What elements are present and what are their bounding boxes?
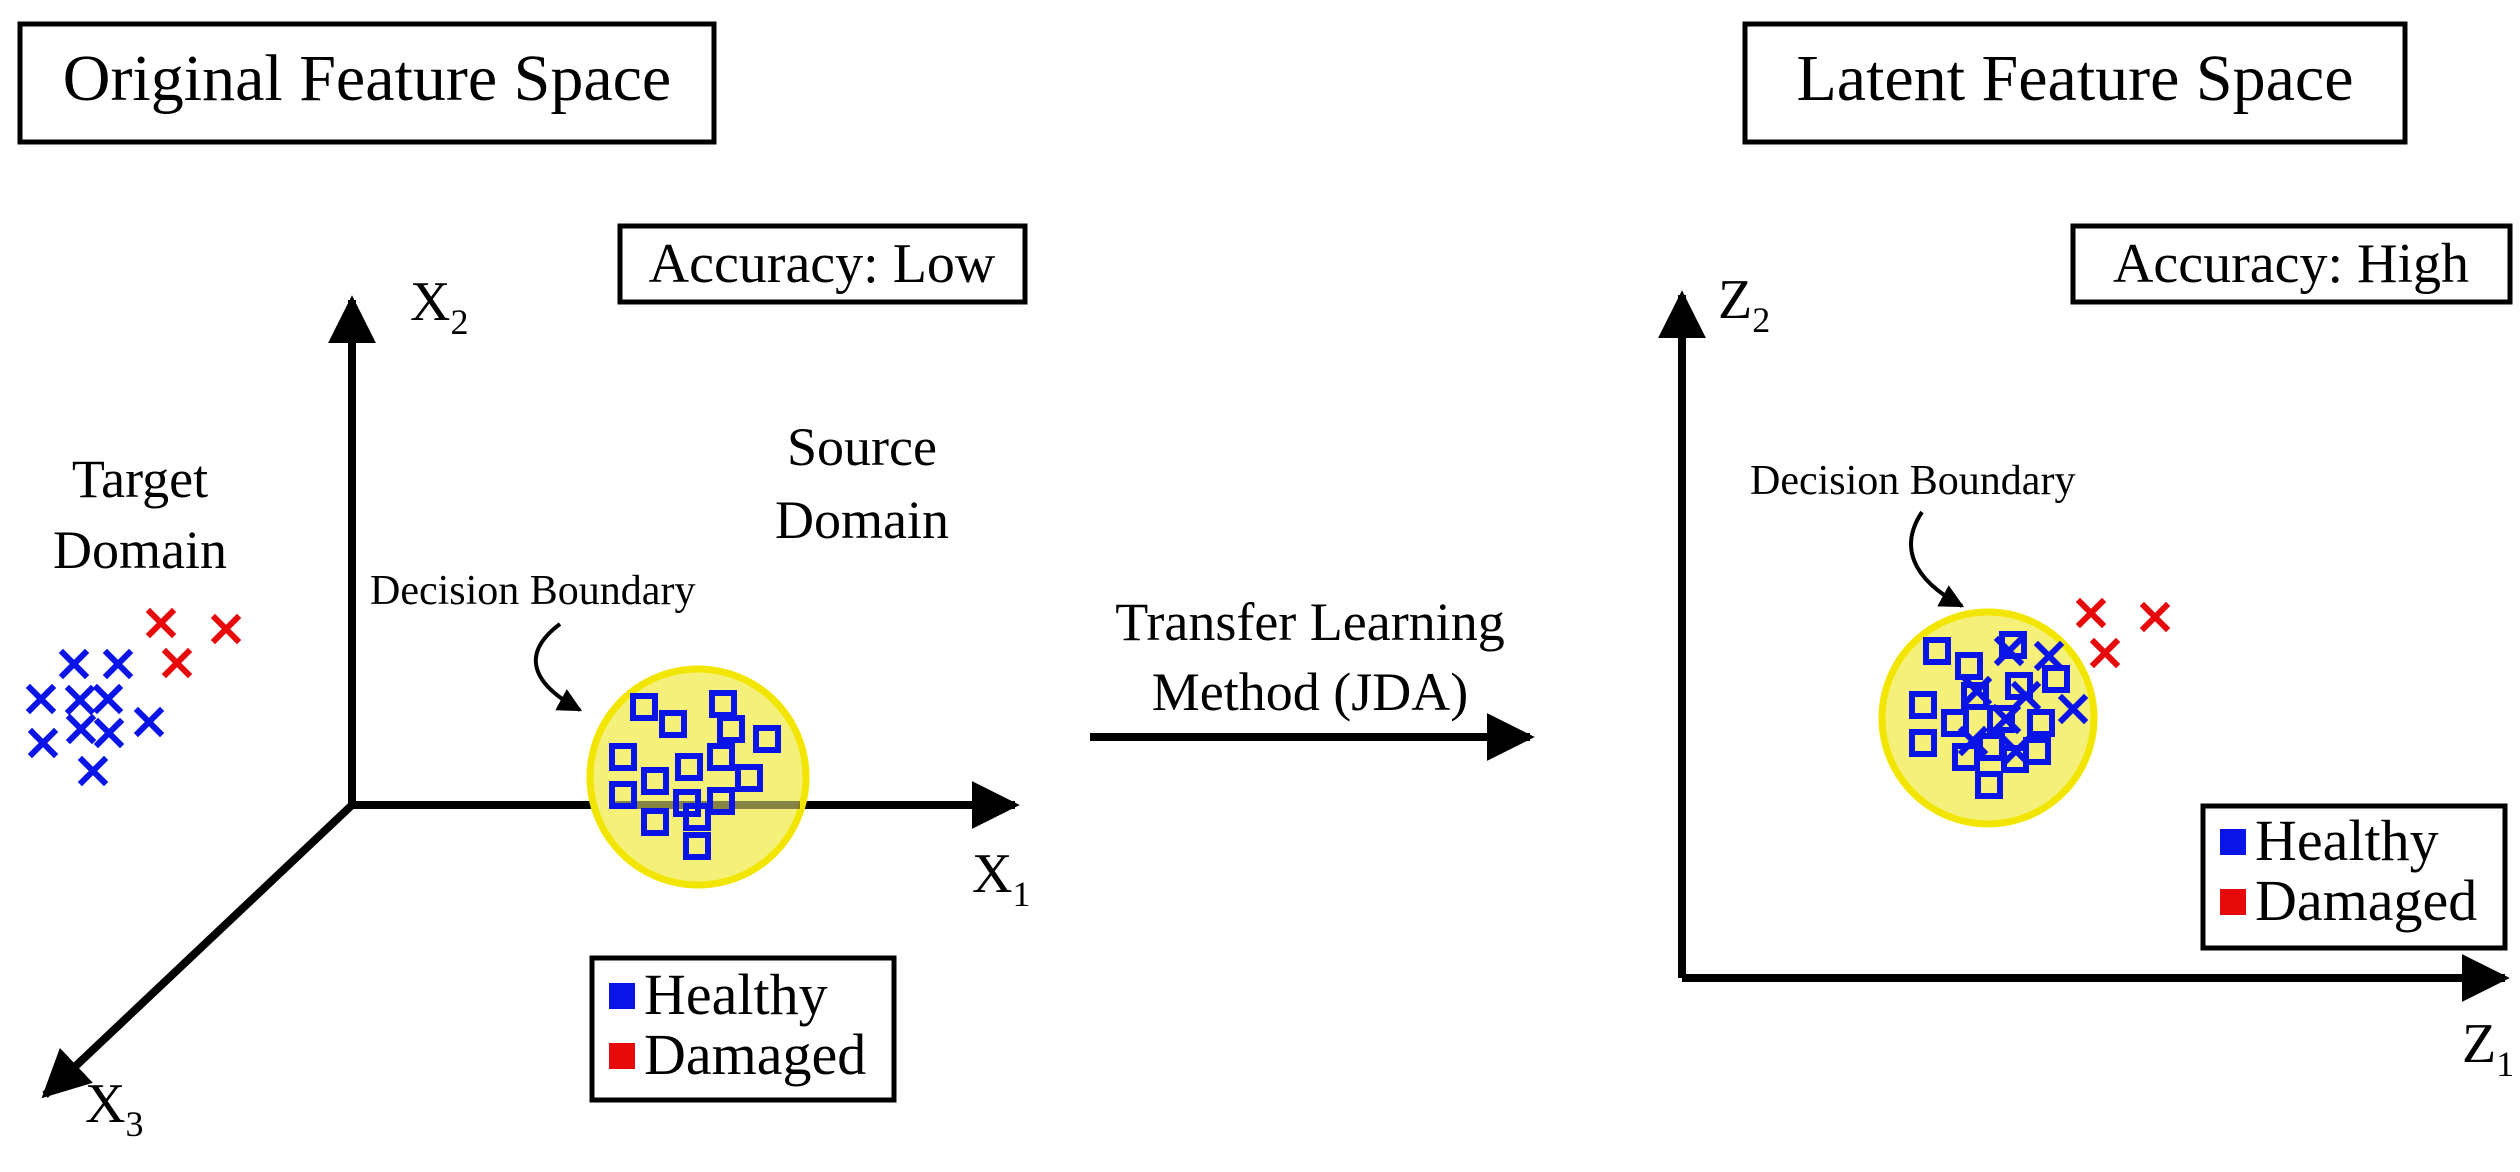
- healthy-cross-marker: [93, 717, 125, 749]
- healthy-marker: [2005, 672, 2033, 700]
- healthy-cross-marker: [102, 648, 134, 680]
- healthy-cross-marker: [64, 684, 96, 716]
- left-legend-damaged-label: Damaged: [644, 1022, 866, 1087]
- healthy-cross-marker: [133, 706, 165, 738]
- healthy-marker: [1975, 771, 2003, 799]
- healthy-marker: [1909, 729, 1937, 757]
- healthy-cross-marker: [77, 755, 109, 787]
- right-damaged-crosses: [2075, 597, 2171, 669]
- healthy-cross-marker: [2033, 640, 2065, 672]
- left-title-box: [17, 21, 717, 145]
- healthy-marker: [2042, 665, 2070, 693]
- healthy-cross-marker: [58, 648, 90, 680]
- healthy-marker: [683, 803, 711, 831]
- healthy-marker: [717, 715, 745, 743]
- healthy-marker: [707, 743, 735, 771]
- right-decision-boundary-label: Decision Boundary: [1750, 458, 2075, 504]
- target-damaged-cluster: [145, 607, 242, 679]
- left-legend-healthy-swatch: [609, 983, 635, 1009]
- source-domain-label-line1: Source: [787, 417, 937, 477]
- right-healthy-crosses: [1957, 635, 2089, 767]
- healthy-cross-marker: [1961, 675, 1993, 707]
- healthy-cross-marker: [2057, 693, 2089, 725]
- damaged-cross-marker: [2075, 597, 2107, 629]
- left-decision-boundary-pointer: [533, 622, 583, 712]
- damaged-cross-marker: [145, 607, 177, 639]
- healthy-marker: [1955, 652, 1983, 680]
- source-domain-label-line2: Domain: [775, 490, 949, 550]
- healthy-marker: [1941, 709, 1969, 737]
- left-legend-healthy-label: Healthy: [644, 962, 828, 1027]
- left-accuracy-label: Accuracy: Low: [649, 233, 996, 295]
- z1-axis-label: Z1: [2462, 1013, 2514, 1084]
- healthy-marker: [609, 743, 637, 771]
- x3-axis-label: X3: [85, 1073, 143, 1144]
- left-accuracy-box: [617, 223, 1028, 305]
- left-legend-damaged-swatch: [609, 1043, 635, 1069]
- damaged-cross-marker: [2089, 637, 2121, 669]
- healthy-cross-marker: [1957, 725, 1989, 757]
- right-decision-boundary-pointer: [1909, 510, 1965, 608]
- healthy-cross-marker: [2010, 680, 2042, 712]
- healthy-cross-marker: [1990, 703, 2022, 735]
- healthy-marker: [1987, 705, 2015, 733]
- right-legend-damaged-label: Damaged: [2255, 868, 2477, 933]
- healthy-marker: [630, 693, 658, 721]
- target-healthy-cluster: [25, 648, 165, 787]
- x3-axis: [41, 802, 355, 1099]
- right-legend-healthy-swatch: [2220, 829, 2246, 855]
- healthy-marker: [1923, 637, 1951, 665]
- damaged-cross-marker: [161, 647, 193, 679]
- healthy-marker: [659, 710, 687, 738]
- damaged-cross-marker: [210, 613, 242, 645]
- healthy-marker: [641, 808, 669, 836]
- healthy-cross-marker: [2000, 735, 2032, 767]
- healthy-marker: [707, 787, 735, 815]
- healthy-marker: [753, 725, 781, 753]
- transfer-label-line1: Transfer Learning: [1115, 592, 1504, 652]
- target-domain-label-line1: Target: [72, 449, 208, 509]
- healthy-marker: [735, 764, 763, 792]
- right-panel: Latent Feature Space Accuracy: High Z2 Z…: [1658, 21, 2514, 1084]
- source-healthy-cluster: [609, 690, 781, 860]
- transfer-label-line2: Method (JDA): [1152, 662, 1468, 722]
- healthy-cross-marker: [92, 683, 124, 715]
- healthy-marker: [2027, 709, 2055, 737]
- right-legend-damaged-swatch: [2220, 889, 2246, 915]
- healthy-marker: [683, 832, 711, 860]
- healthy-marker: [1909, 691, 1937, 719]
- right-legend-box: [2200, 803, 2508, 951]
- transfer-section: Transfer Learning Method (JDA): [1090, 592, 1535, 761]
- left-title: Original Feature Space: [63, 42, 671, 115]
- healthy-marker: [2023, 737, 2051, 765]
- right-accuracy-box: [2070, 223, 2513, 305]
- healthy-cross-marker: [1993, 635, 2025, 667]
- healthy-marker: [675, 753, 703, 781]
- right-accuracy-label: Accuracy: High: [2113, 233, 2469, 295]
- x2-axis-label: X2: [410, 271, 468, 342]
- x1-axis-label: X1: [972, 843, 1030, 914]
- healthy-marker: [609, 781, 637, 809]
- right-legend-healthy-label: Healthy: [2255, 808, 2439, 873]
- target-domain-label-line2: Domain: [53, 520, 227, 580]
- left-legend-box: [589, 955, 897, 1103]
- damaged-cross-marker: [2139, 601, 2171, 633]
- healthy-cross-marker: [25, 683, 57, 715]
- z2-axis-label: Z2: [1718, 269, 1770, 340]
- healthy-cross-marker: [65, 713, 97, 745]
- left-panel: Original Feature Space Accuracy: Low X2 …: [17, 21, 1030, 1144]
- right-title: Latent Feature Space: [1796, 42, 2353, 115]
- left-decision-boundary-label: Decision Boundary: [370, 568, 695, 614]
- healthy-cross-marker: [27, 727, 59, 759]
- healthy-marker: [641, 767, 669, 795]
- right-title-box: [1742, 21, 2408, 145]
